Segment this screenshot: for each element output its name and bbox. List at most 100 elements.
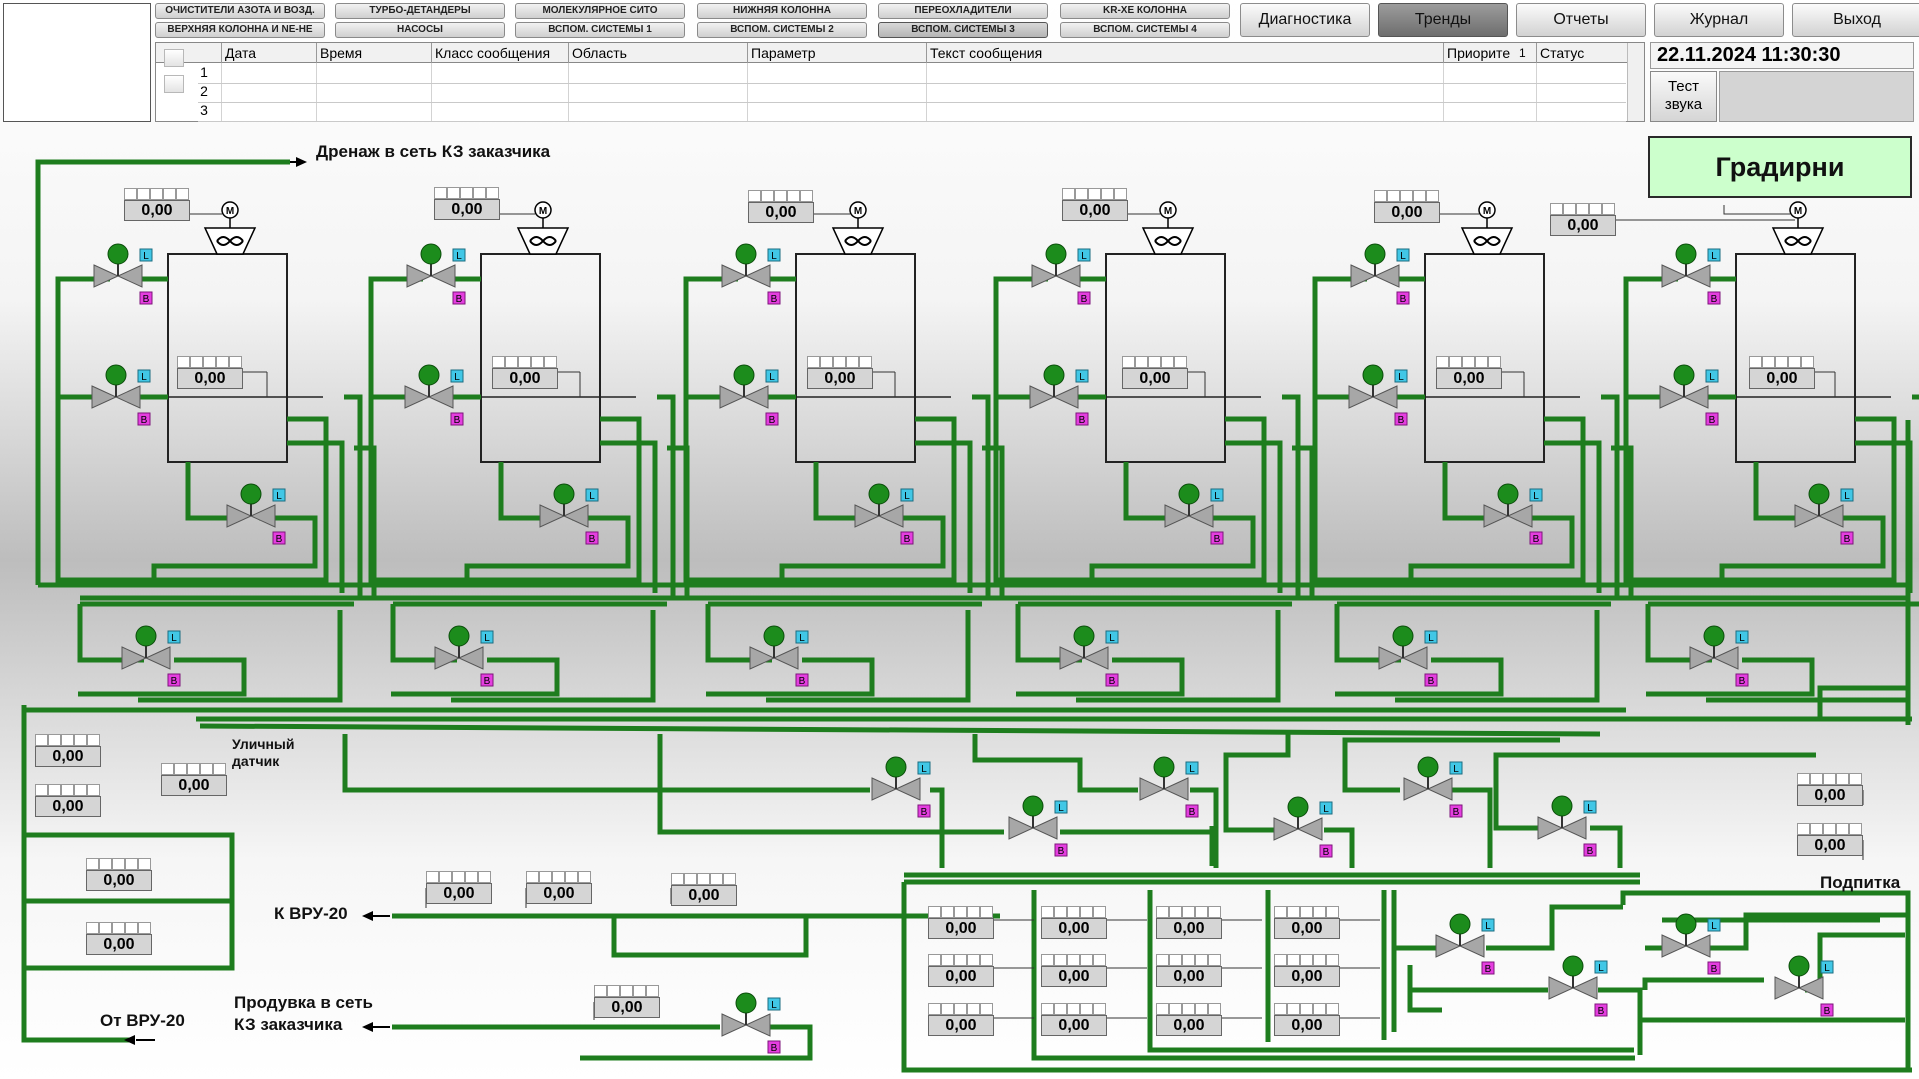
value-indicator[interactable]: 0,00 bbox=[928, 954, 994, 988]
exit-button[interactable]: Выход bbox=[1792, 3, 1919, 37]
value-indicator[interactable]: 0,00 bbox=[526, 871, 592, 905]
acknowledge-icon[interactable] bbox=[164, 49, 184, 67]
valve[interactable]: LB bbox=[539, 483, 599, 545]
valve[interactable]: LB bbox=[1348, 364, 1408, 426]
valve[interactable]: LB bbox=[1435, 913, 1495, 975]
nav-button-row1-6[interactable]: KR-XE КОЛОННА bbox=[1060, 3, 1230, 19]
value-indicator[interactable]: 0,00 bbox=[1749, 356, 1815, 390]
value-indicator[interactable]: 0,00 bbox=[1156, 906, 1222, 940]
valve[interactable]: LB bbox=[719, 364, 779, 426]
nav-button-row1-5[interactable]: ПЕРЕОХЛАДИТЕЛИ bbox=[878, 3, 1048, 19]
nav-button-row2-2[interactable]: НАСОСЫ bbox=[335, 22, 505, 38]
valve[interactable]: LB bbox=[1689, 625, 1749, 687]
nav-button-row2-1[interactable]: ВЕРХНЯЯ КОЛОННА И NE-HE bbox=[155, 22, 325, 38]
valve[interactable]: LB bbox=[1659, 364, 1719, 426]
value-indicator[interactable]: 0,00 bbox=[748, 190, 814, 224]
valve[interactable]: LB bbox=[721, 243, 781, 305]
alarm-column-8[interactable]: Статус bbox=[1536, 43, 1628, 63]
alarm-column-5[interactable]: Параметр bbox=[747, 43, 926, 63]
alarm-column-3[interactable]: Класс сообщения bbox=[431, 43, 568, 63]
value-indicator[interactable]: 0,00 bbox=[1041, 954, 1107, 988]
valve[interactable]: LB bbox=[1139, 756, 1199, 818]
valve[interactable]: LB bbox=[1029, 364, 1089, 426]
valve[interactable]: LB bbox=[1403, 756, 1463, 818]
valve[interactable]: LB bbox=[91, 364, 151, 426]
value-indicator[interactable]: 0,00 bbox=[86, 922, 152, 956]
value-indicator[interactable]: 0,00 bbox=[1274, 906, 1340, 940]
reports-button[interactable]: Отчеты bbox=[1516, 3, 1646, 37]
value-indicator[interactable]: 0,00 bbox=[35, 784, 101, 818]
valve[interactable]: LB bbox=[1031, 243, 1091, 305]
value-indicator[interactable]: 0,00 bbox=[177, 356, 243, 390]
valve[interactable]: LB bbox=[749, 625, 809, 687]
nav-button-row2-4[interactable]: ВСПОМ. СИСТЕМЫ 2 bbox=[697, 22, 867, 38]
alarm-column-4[interactable]: Область bbox=[568, 43, 747, 63]
alarm-table-scrollbar[interactable] bbox=[1627, 43, 1644, 121]
value-indicator[interactable]: 0,00 bbox=[86, 858, 152, 892]
valve[interactable]: LB bbox=[721, 992, 781, 1054]
diagnostics-button[interactable]: Диагностика bbox=[1240, 3, 1370, 37]
nav-button-row2-3[interactable]: ВСПОМ. СИСТЕМЫ 1 bbox=[515, 22, 685, 38]
value-indicator[interactable]: 0,00 bbox=[1374, 190, 1440, 224]
value-indicator[interactable]: 0,00 bbox=[1041, 1003, 1107, 1037]
value-indicator[interactable]: 0,00 bbox=[1274, 1003, 1340, 1037]
value-indicator[interactable]: 0,00 bbox=[124, 188, 190, 222]
value-indicator[interactable]: 0,00 bbox=[807, 356, 873, 390]
nav-button-row2-6[interactable]: ВСПОМ. СИСТЕМЫ 4 bbox=[1060, 22, 1230, 38]
valve[interactable]: LB bbox=[1350, 243, 1410, 305]
value-indicator[interactable]: 0,00 bbox=[426, 871, 492, 905]
valve[interactable]: LB bbox=[226, 483, 286, 545]
value-indicator[interactable]: 0,00 bbox=[1156, 1003, 1222, 1037]
valve[interactable]: LB bbox=[1483, 483, 1543, 545]
value-indicator[interactable]: 0,00 bbox=[1797, 823, 1863, 857]
value-indicator[interactable]: 0,00 bbox=[928, 906, 994, 940]
value-indicator[interactable]: 0,00 bbox=[161, 763, 227, 797]
alarm-column-1[interactable]: Дата bbox=[221, 43, 316, 63]
journal-button[interactable]: Журнал bbox=[1654, 3, 1784, 37]
alarm-column-2[interactable]: Время bbox=[316, 43, 431, 63]
value-indicator[interactable]: 0,00 bbox=[1062, 188, 1128, 222]
nav-button-row1-1[interactable]: ОЧИСТИТЕЛИ АЗОТА И ВОЗД. bbox=[155, 3, 325, 19]
valve[interactable]: LB bbox=[1059, 625, 1119, 687]
value-indicator[interactable]: 0,00 bbox=[1436, 356, 1502, 390]
value-indicator[interactable]: 0,00 bbox=[1550, 203, 1616, 237]
value-indicator[interactable]: 0,00 bbox=[1122, 356, 1188, 390]
valve[interactable]: LB bbox=[434, 625, 494, 687]
valve[interactable]: LB bbox=[871, 756, 931, 818]
value-indicator[interactable]: 0,00 bbox=[434, 187, 500, 221]
acknowledge-all-icon[interactable] bbox=[164, 75, 184, 93]
valve[interactable]: LB bbox=[93, 243, 153, 305]
alarm-column-6[interactable]: Текст сообщения bbox=[926, 43, 1443, 63]
value-indicator[interactable]: 0,00 bbox=[492, 356, 558, 390]
valve[interactable]: LB bbox=[1661, 913, 1721, 975]
nav-button-row1-2[interactable]: ТУРБО-ДЕТАНДЕРЫ bbox=[335, 3, 505, 19]
valve[interactable]: LB bbox=[1661, 243, 1721, 305]
valve[interactable]: LB bbox=[1378, 625, 1438, 687]
sound-test-button[interactable]: Тест звука bbox=[1650, 71, 1717, 122]
valve[interactable]: LB bbox=[1548, 955, 1608, 1017]
trends-button[interactable]: Тренды bbox=[1378, 3, 1508, 37]
nav-button-row1-3[interactable]: МОЛЕКУЛЯРНОЕ СИТО bbox=[515, 3, 685, 19]
value-indicator[interactable]: 0,00 bbox=[35, 734, 101, 768]
alarm-column-7[interactable]: Приорите bbox=[1443, 43, 1536, 63]
value-indicator[interactable]: 0,00 bbox=[671, 873, 737, 907]
valve[interactable]: LB bbox=[1774, 955, 1834, 1017]
valve[interactable]: LB bbox=[1008, 795, 1068, 857]
valve[interactable]: LB bbox=[1537, 795, 1597, 857]
valve[interactable]: LB bbox=[1164, 483, 1224, 545]
valve[interactable]: LB bbox=[1794, 483, 1854, 545]
valve[interactable]: LB bbox=[404, 364, 464, 426]
valve[interactable]: LB bbox=[854, 483, 914, 545]
nav-button-row1-4[interactable]: НИЖНЯЯ КОЛОННА bbox=[697, 3, 867, 19]
value-indicator[interactable]: 0,00 bbox=[928, 1003, 994, 1037]
value-indicator[interactable]: 0,00 bbox=[1041, 906, 1107, 940]
value-indicator[interactable]: 0,00 bbox=[1156, 954, 1222, 988]
value-indicator[interactable]: 0,00 bbox=[594, 985, 660, 1019]
valve[interactable]: LB bbox=[1273, 796, 1333, 858]
nav-button-row2-5[interactable]: ВСПОМ. СИСТЕМЫ 3 bbox=[878, 22, 1048, 38]
valve[interactable]: LB bbox=[406, 243, 466, 305]
valve[interactable]: LB bbox=[121, 625, 181, 687]
value-indicator[interactable]: 0,00 bbox=[1797, 773, 1863, 807]
value-indicator[interactable]: 0,00 bbox=[1274, 954, 1340, 988]
